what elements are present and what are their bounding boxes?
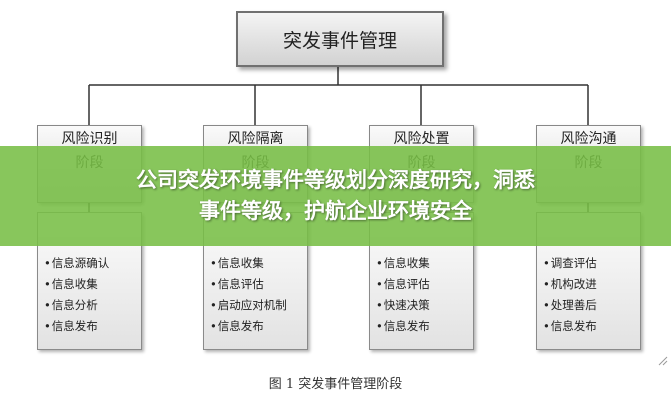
list-item: 调查评估 bbox=[543, 253, 638, 274]
list-item: 信息评估 bbox=[376, 274, 471, 295]
list-item: 信息分析 bbox=[44, 295, 139, 316]
list-item: 信息收集 bbox=[44, 274, 139, 295]
stage-title: 风险沟通 bbox=[560, 131, 617, 147]
stage-title: 风险识别 bbox=[61, 131, 118, 147]
list-item: 信息发布 bbox=[543, 316, 638, 337]
list-item: 信息发布 bbox=[44, 316, 139, 337]
list-item: 信息收集 bbox=[210, 253, 305, 274]
list-item: 机构改进 bbox=[543, 274, 638, 295]
banner-line-2: 事件等级，护航企业环境安全 bbox=[199, 199, 472, 223]
title-banner: 公司突发环境事件等级划分深度研究，洞悉 事件等级，护航企业环境安全 bbox=[0, 146, 671, 246]
list-item: 处理善后 bbox=[543, 295, 638, 316]
resize-grip-icon bbox=[658, 356, 668, 366]
stage-title: 风险处置 bbox=[393, 131, 450, 147]
list-item: 快速决策 bbox=[376, 295, 471, 316]
root-label: 突发事件管理 bbox=[282, 29, 397, 52]
banner-line-1: 公司突发环境事件等级划分深度研究，洞悉 bbox=[136, 168, 535, 192]
list-item: 启动应对机制 bbox=[210, 295, 305, 316]
list-item: 信息评估 bbox=[210, 274, 305, 295]
list-item: 信息发布 bbox=[376, 316, 471, 337]
list-item: 信息源确认 bbox=[44, 253, 139, 274]
figure-caption: 图 1 突发事件管理阶段 bbox=[268, 377, 403, 392]
list-item: 信息收集 bbox=[376, 253, 471, 274]
list-item: 信息发布 bbox=[210, 316, 305, 337]
stage-title: 风险隔离 bbox=[227, 131, 284, 147]
root-node: 突发事件管理 bbox=[236, 11, 444, 67]
